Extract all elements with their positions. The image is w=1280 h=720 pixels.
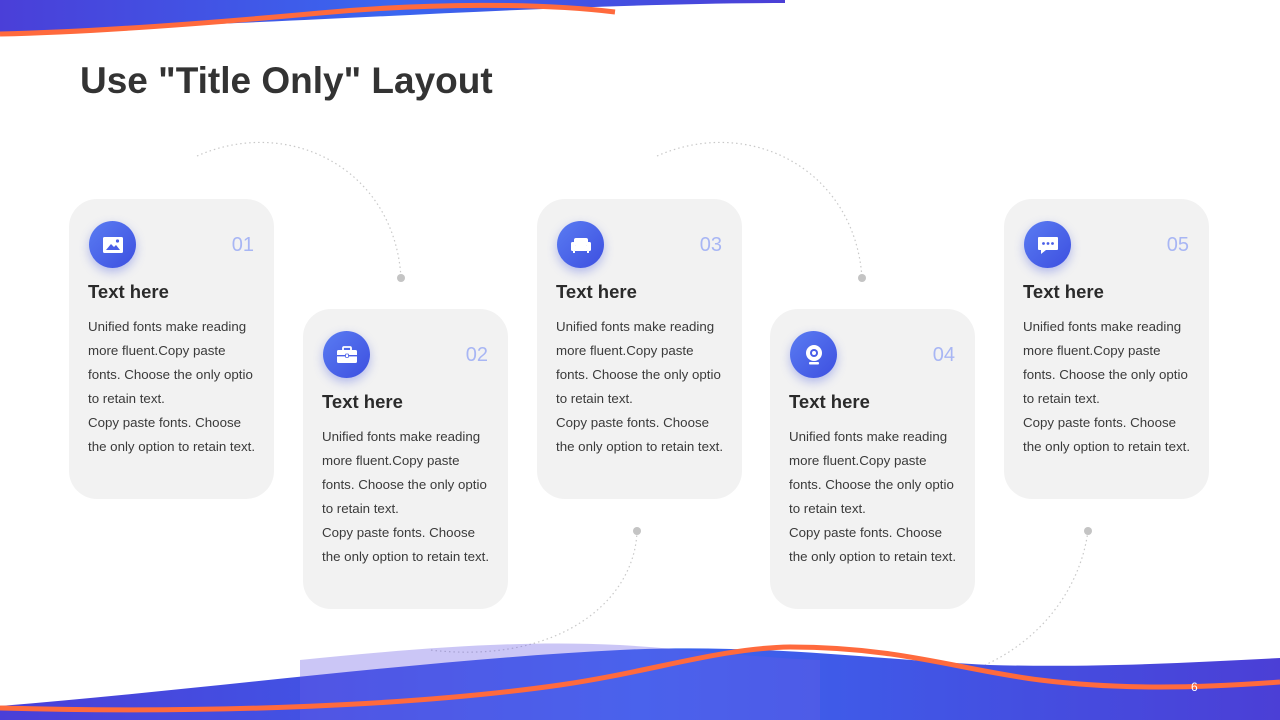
image-icon	[89, 221, 136, 268]
card-body: Unified fonts make reading more fluent.C…	[88, 319, 256, 454]
step-number: 03	[699, 234, 722, 256]
step-number: 02	[465, 344, 488, 366]
step-card-4: 04 Text here Unified fonts make reading …	[770, 309, 975, 609]
briefcase-icon	[323, 331, 370, 378]
slide-title: Use "Title Only" Layout	[80, 60, 493, 101]
card-title: Text here	[556, 281, 637, 302]
connector-arcs	[196, 141, 1089, 666]
step-card-2: 02 Text here Unified fonts make reading …	[303, 309, 508, 609]
step-number: 01	[231, 234, 254, 256]
card-body: Unified fonts make reading more fluent.C…	[1023, 319, 1191, 454]
step-card-5: 05 Text here Unified fonts make reading …	[1004, 199, 1209, 499]
top-wave	[0, 0, 785, 37]
step-card-3: 03 Text here Unified fonts make reading …	[537, 199, 742, 499]
card-body: Unified fonts make reading more fluent.C…	[322, 429, 490, 564]
sofa-icon	[557, 221, 604, 268]
step-card-1: 01 Text here Unified fonts make reading …	[69, 199, 274, 499]
step-number: 05	[1166, 234, 1189, 256]
chat-icon	[1024, 221, 1071, 268]
step-number: 04	[932, 344, 955, 366]
card-title: Text here	[322, 391, 403, 412]
bottom-wave	[0, 643, 1280, 720]
card-body: Unified fonts make reading more fluent.C…	[789, 429, 957, 564]
card-body: Unified fonts make reading more fluent.C…	[556, 319, 724, 454]
connector-dots	[397, 274, 1092, 535]
card-title: Text here	[789, 391, 870, 412]
card-title: Text here	[1023, 281, 1104, 302]
page-number: 6	[1191, 680, 1198, 694]
webcam-icon	[790, 331, 837, 378]
card-title: Text here	[88, 281, 169, 302]
